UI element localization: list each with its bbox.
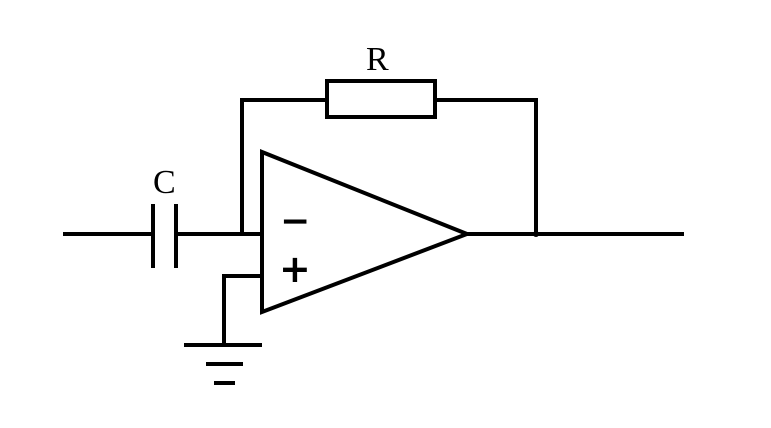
- feedback-wire-right: [433, 98, 538, 236]
- non-inverting-input-symbol: +: [279, 247, 311, 291]
- ground-icon: [184, 343, 262, 385]
- output-junction: [533, 231, 539, 237]
- resistor-label: R: [366, 41, 389, 78]
- resistor: [325, 79, 437, 119]
- non-inverting-to-ground-wire: [222, 274, 264, 347]
- capacitor: [151, 204, 178, 268]
- inverting-input-symbol: −: [280, 201, 310, 242]
- feedback-wire-left: [240, 98, 329, 236]
- op-amp: [260, 149, 473, 315]
- capacitor-label: C: [153, 164, 176, 201]
